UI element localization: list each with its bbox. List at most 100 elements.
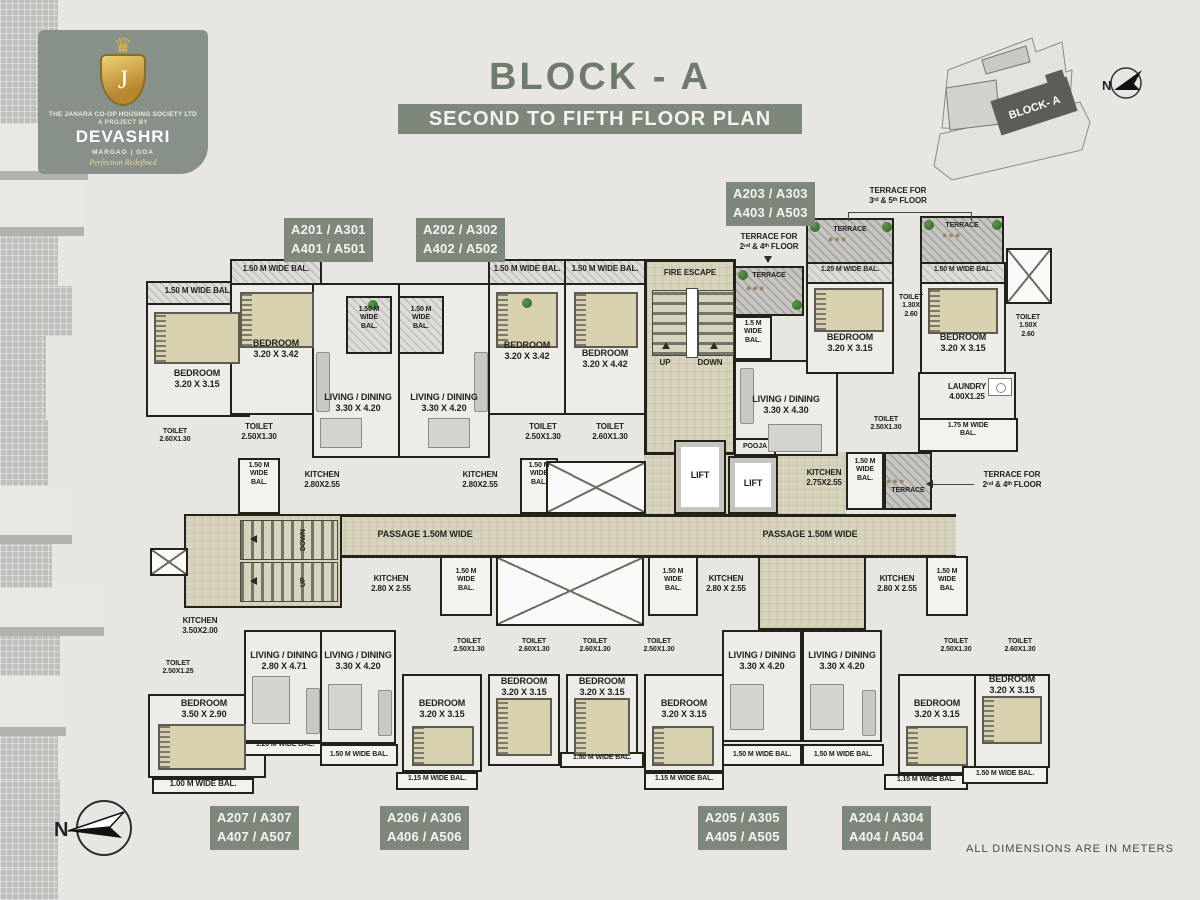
room-label: TERRACE [752, 272, 786, 279]
room-label: TOILET 2.60X1.30 [1004, 638, 1036, 654]
terrace-chairs-icon [886, 476, 905, 486]
room-label: 1.15 M WIDE BAL. [407, 775, 467, 782]
terrace-note-line [932, 484, 974, 485]
room-label: 1.50 M WIDE BAL. [572, 754, 632, 761]
room-label: 1.25 M WIDE BAL. [820, 266, 880, 273]
a202-toilet2 [0, 286, 72, 336]
a206-kitchen [0, 676, 66, 736]
a203-kitchen [0, 486, 72, 544]
plant-icon [738, 270, 748, 280]
stair-label: UP [300, 577, 307, 587]
a207-kitchen [0, 588, 104, 636]
a202-bed1-icon [496, 292, 558, 348]
unit-label-a203: A203 / A303 A403 / A503 [726, 182, 815, 226]
a206-balcony-115 [396, 772, 478, 790]
plant-icon [924, 220, 934, 230]
room-label: 1.50 M WIDE BAL. [242, 264, 310, 273]
stair-duct-shaft [150, 548, 188, 576]
developer-name: DEVASHRI [75, 127, 171, 146]
a207-sofa-icon [306, 688, 320, 734]
a205-balcony-115 [644, 772, 724, 790]
a203-kitchen-balcony [846, 452, 884, 510]
room-label: TOILET 2.60X1.30 [592, 422, 628, 441]
room-label: LIFT [743, 478, 763, 488]
terrace-note-arrow [926, 480, 933, 488]
a204-balcony-150a [802, 744, 884, 766]
room-label: KITCHEN 3.50X2.00 [182, 616, 218, 635]
a203-toilet3 [0, 544, 52, 588]
stair-direction-arrow [250, 535, 257, 543]
society-name: THE JANARA CO-OP HOUSING SOCIETY LTD [48, 111, 198, 118]
a204-bed2-icon [982, 696, 1042, 744]
room-label: 1.50 M WIDE BAL. [493, 264, 561, 273]
room-label: 1.20 M WIDE BAL. [255, 741, 315, 748]
terrace-note-arrow [764, 256, 772, 263]
a206-bed2-icon [496, 698, 552, 756]
room-label: BEDROOM 3.50 X 2.90 [180, 698, 228, 719]
a207-toilet [0, 636, 60, 676]
a205-bed2-icon [652, 726, 714, 766]
room-label: BEDROOM 3.20 X 3.42 [252, 338, 300, 359]
stair-direction-arrow [250, 577, 257, 585]
north-compass: N [54, 800, 132, 856]
room-label: TOILET 2.50X1.30 [525, 422, 561, 441]
room-label: TOILET 2.50X1.30 [643, 638, 675, 654]
stair-label: DOWN [300, 529, 307, 551]
room-label: BEDROOM 3.20 X 3.15 [988, 674, 1036, 695]
room-label: UP [659, 358, 671, 367]
room-label: TOILET 2.50X1.30 [940, 638, 972, 654]
room-label: 1.50 M WIDE BAL. [732, 751, 792, 758]
room-label: LIVING / DINING 3.30 X 4.30 [752, 394, 820, 415]
room-label: BEDROOM 3.20 X 3.15 [418, 698, 466, 719]
plant-icon [792, 300, 802, 310]
a206-toilet1 [0, 736, 58, 780]
unit-label-a201: A201 / A301 A401 / A501 [284, 218, 373, 262]
room-label: 1.50 M WIDE BAL. [164, 286, 232, 295]
a203-terrace-mid [806, 218, 894, 264]
a204-bed1-icon [906, 726, 968, 766]
a205-balcony-150b [722, 744, 802, 766]
room-label: 1.50 M WIDE BAL. [248, 462, 270, 486]
page-subtitle: SECOND TO FIFTH FLOOR PLAN [398, 104, 802, 134]
room-label: TOILET 2.60X1.30 [579, 638, 611, 654]
lift-2 [728, 456, 778, 514]
room-label: TOILET 2.60X1.30 [518, 638, 550, 654]
room-label: TERRACE [945, 222, 979, 229]
a201-bed2-icon [240, 292, 314, 348]
a201-dining-table-icon [320, 418, 362, 448]
a203-toilet2 [0, 420, 48, 486]
a201-kitchen-balcony [238, 458, 280, 514]
duct-shaft-right [1006, 248, 1052, 304]
room-label: BEDROOM 3.20 X 3.15 [939, 332, 987, 353]
room-label: DOWN [697, 358, 723, 367]
room-label: BEDROOM 3.20 X 3.15 [578, 676, 626, 697]
room-label: TOILET 1.50X 2.60 [1015, 314, 1041, 338]
a203-balcony-15 [734, 316, 772, 360]
a202-toilet1 [0, 236, 58, 286]
room-label: FIRE ESCAPE [663, 268, 717, 277]
terrace-note-24-top: TERRACE FOR 2ⁿᵈ & 4ᵗʰ FLOOR [739, 232, 799, 251]
room-label: KITCHEN 2.80 X 2.55 [706, 574, 746, 593]
logo-initial: J [117, 65, 129, 94]
room-label: TOILET 2.50X1.30 [870, 416, 902, 432]
room-label: 1.50 M WIDE BAL [936, 568, 958, 592]
a203-terrace-right [920, 216, 1004, 264]
unit-label-a206: A206 / A306 A406 / A506 [380, 806, 469, 850]
fire-escape-down-arrow [710, 342, 718, 349]
a206-bed1-icon [412, 726, 474, 766]
plant-icon [882, 222, 892, 232]
fire-escape-divider [686, 288, 698, 358]
room-label: BEDROOM 3.20 X 3.15 [500, 676, 548, 697]
room-label: KITCHEN 2.75X2.55 [806, 468, 842, 487]
lift-1 [674, 440, 726, 514]
a203-balcony-175 [918, 418, 1018, 452]
fire-escape-flight-left [652, 290, 688, 356]
dimensions-note: ALL DIMENSIONS ARE IN METERS [966, 843, 1174, 855]
unit-label-a205: A205 / A305 A405 / A505 [698, 806, 787, 850]
unit-label-a204: A204 / A304 A404 / A504 [842, 806, 931, 850]
a205-toilet2 [0, 868, 58, 900]
room-label: TOILET 2.60X1.30 [159, 428, 191, 444]
a203-bed1-icon [814, 288, 884, 332]
room-label: TOILET 2.50X1.30 [241, 422, 277, 441]
a202-small-balcony [398, 296, 444, 354]
